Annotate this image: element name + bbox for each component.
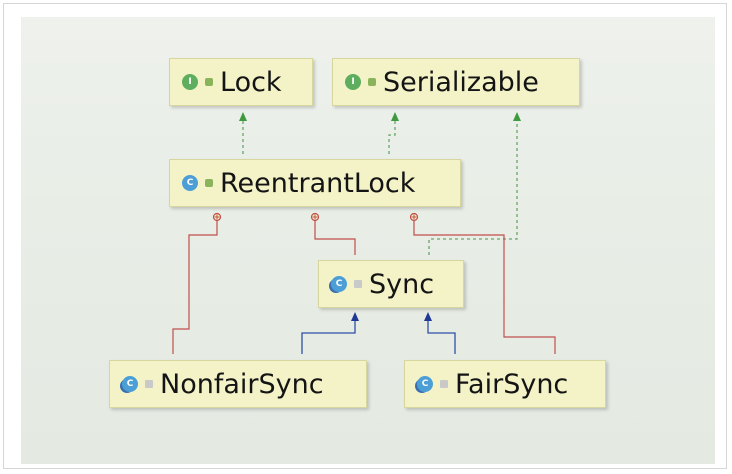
edges-layer [172,112,556,354]
node-serializable[interactable]: I Serializable [332,58,580,106]
node-label: ReentrantLock [220,167,416,199]
node-lock[interactable]: I Lock [169,58,313,106]
node-label: Serializable [383,66,539,98]
class-icon: C [182,175,198,191]
edge-fairsync-inner-reentrantlock [409,212,556,354]
class-icon: C [417,376,433,392]
edge-sync-implements-serializable [428,112,521,255]
node-reentrantlock[interactable]: C ReentrantLock [169,159,461,207]
interface-icon: I [345,74,361,90]
arrowhead-icon [424,312,432,321]
arrowhead-icon [351,312,359,321]
diagram-canvas: I Lock I Serializable C ReentrantLock C … [21,17,715,464]
abstract-class-icon: C [331,276,347,292]
public-visibility-icon [368,78,376,86]
arrowhead-icon [391,112,399,121]
edge-reentrantlock-implements-serializable [388,112,399,154]
node-label: FairSync [455,368,569,400]
class-icon: C [122,376,138,392]
node-label: Lock [220,66,282,98]
edge-nonfairsync-inner-reentrantlock [172,212,222,354]
package-visibility-icon [145,380,153,388]
public-visibility-icon [205,179,213,187]
node-label: Sync [369,268,435,300]
node-sync[interactable]: C Sync [318,260,464,308]
arrowhead-icon [239,112,247,121]
node-label: NonfairSync [160,368,324,400]
public-visibility-icon [205,78,213,86]
edge-nonfairsync-extends-sync [301,312,359,354]
node-nonfairsync[interactable]: C NonfairSync [109,360,367,408]
package-visibility-icon [440,380,448,388]
edge-reentrantlock-implements-lock [239,112,247,154]
edge-sync-inner-reentrantlock [310,212,356,255]
package-visibility-icon [354,280,362,288]
arrowhead-icon [513,112,521,121]
node-fairsync[interactable]: C FairSync [404,360,606,408]
image-frame: I Lock I Serializable C ReentrantLock C … [3,3,727,469]
interface-icon: I [182,74,198,90]
edge-fairsync-extends-sync [424,312,456,354]
